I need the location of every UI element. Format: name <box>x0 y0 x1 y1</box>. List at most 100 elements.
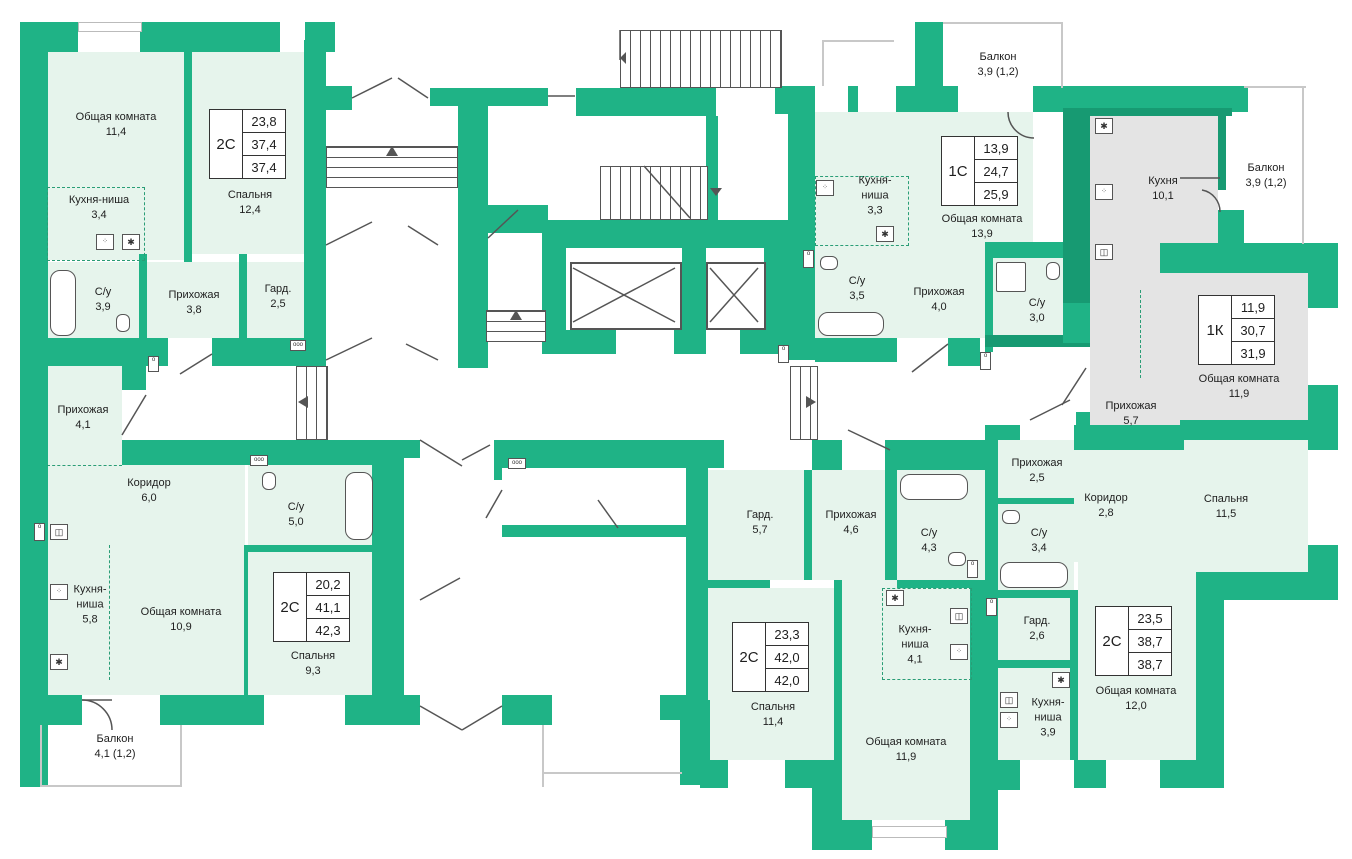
wall <box>304 40 326 340</box>
wall <box>985 425 1020 440</box>
wall <box>122 366 146 390</box>
area-total: 41,1 <box>307 596 349 619</box>
wall <box>458 88 488 358</box>
room-closet-a5[interactable] <box>708 470 804 580</box>
room-closet-a6[interactable] <box>998 598 1074 660</box>
elevator <box>706 262 766 330</box>
apartment-badge-a6[interactable]: 2С 23,5 38,7 38,7 <box>1095 606 1172 676</box>
balcony-rail <box>1302 86 1304 244</box>
area-total: 37,4 <box>243 133 285 156</box>
wall <box>915 22 943 92</box>
wall <box>372 440 404 720</box>
panel-icon: ooo <box>250 455 268 466</box>
room-living-a4[interactable] <box>109 545 244 695</box>
toilet-icon <box>1046 262 1060 280</box>
elevator <box>570 262 682 330</box>
wall <box>885 470 897 580</box>
staircase <box>620 30 782 88</box>
apartment-badge-a4[interactable]: 2С 20,2 41,1 42,3 <box>273 572 350 642</box>
room-living-a5[interactable] <box>842 580 970 820</box>
wall <box>20 725 40 787</box>
wall <box>985 760 1020 790</box>
wall <box>700 760 728 788</box>
room-hall-a1[interactable] <box>147 262 239 338</box>
stove-icon: ⁘ <box>96 234 114 250</box>
apartment-badge-a2[interactable]: 1С 13,9 24,7 25,9 <box>941 136 1018 206</box>
room-hall-a2[interactable] <box>897 242 985 338</box>
room-hall-a6[interactable] <box>998 440 1074 498</box>
wall <box>184 52 192 262</box>
room-kitchen-a4[interactable] <box>47 545 109 695</box>
stove-icon: ⁘ <box>1095 184 1113 200</box>
wall <box>775 86 815 114</box>
wall <box>998 590 1074 598</box>
wall <box>998 498 1074 504</box>
wall <box>1074 760 1106 788</box>
wall <box>970 580 998 850</box>
balcony-rail <box>1244 86 1306 88</box>
apartment-type: 1С <box>942 137 975 205</box>
wall <box>1070 108 1232 116</box>
apartment-badge-a1[interactable]: 2С 23,8 37,4 37,4 <box>209 109 286 179</box>
room-hall-a3[interactable] <box>1090 265 1180 440</box>
room-hall-a5[interactable] <box>812 470 885 580</box>
wall <box>885 440 985 470</box>
room-living-a1[interactable] <box>47 52 184 260</box>
room-hall-a4[interactable] <box>47 365 122 465</box>
area-living: 23,3 <box>766 623 808 646</box>
toilet-icon <box>1002 510 1020 524</box>
fridge-icon: ✱ <box>1052 672 1070 688</box>
room-label: Гард.2,6 <box>1023 615 1051 642</box>
wall <box>1033 86 1248 112</box>
room-corridor-a6[interactable] <box>1074 450 1136 562</box>
apartment-badge-a3[interactable]: 1К 11,9 30,7 31,9 <box>1198 295 1275 365</box>
fridge-icon: ✱ <box>122 234 140 250</box>
balcony-rail <box>180 725 182 787</box>
sink-icon: ◫ <box>950 608 968 624</box>
wall <box>788 110 815 360</box>
balcony-rail <box>822 40 894 42</box>
wall <box>1308 243 1338 308</box>
room-bedroom-a6[interactable] <box>1136 440 1308 572</box>
wall <box>804 470 812 580</box>
toilet-icon <box>820 256 838 270</box>
wall <box>494 440 724 468</box>
wall <box>542 330 616 354</box>
wall <box>998 660 1074 668</box>
panel-icon: o <box>778 345 789 363</box>
apartment-type: 2С <box>733 623 766 691</box>
sink-icon: ◫ <box>1095 244 1113 260</box>
wall <box>815 338 897 362</box>
apartment-badge-a5[interactable]: 2С 23,3 42,0 42,0 <box>732 622 809 692</box>
wall <box>140 22 280 52</box>
room-closet-a1[interactable] <box>247 262 305 338</box>
wall <box>708 580 770 588</box>
wall <box>345 695 420 725</box>
area-total: 30,7 <box>1232 319 1274 342</box>
area-total: 38,7 <box>1129 630 1171 653</box>
fridge-icon: ✱ <box>1095 118 1113 134</box>
bathtub-icon <box>50 270 76 336</box>
wall <box>458 358 488 368</box>
wall <box>1180 420 1338 440</box>
wall <box>985 440 998 590</box>
toilet-icon <box>262 472 276 490</box>
panel-icon: o <box>148 356 159 372</box>
room-corridor-a4[interactable] <box>47 465 245 545</box>
wall <box>1074 425 1184 450</box>
wall <box>812 440 842 470</box>
wall <box>488 205 548 233</box>
balcony-rail <box>822 40 824 86</box>
